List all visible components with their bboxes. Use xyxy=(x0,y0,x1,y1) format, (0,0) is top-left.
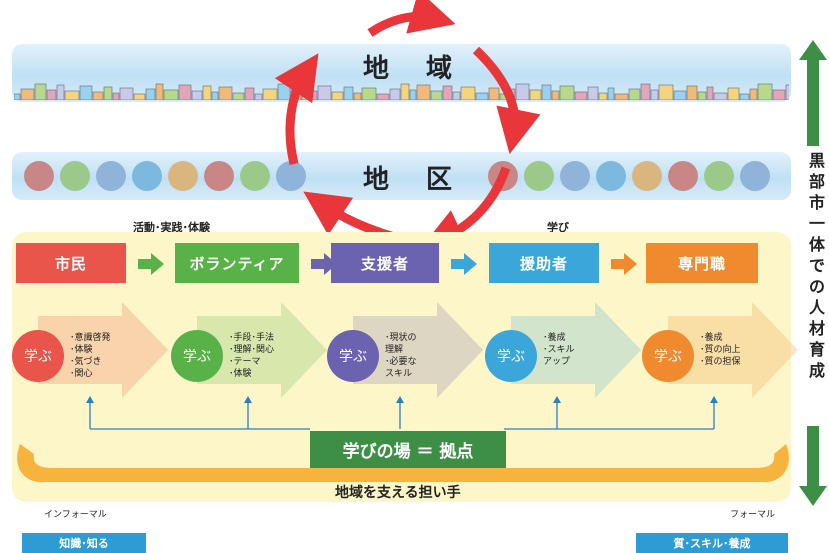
cycle-arrows xyxy=(274,0,540,250)
stage-header: 市民 xyxy=(16,243,126,283)
stage-header: 支援者 xyxy=(331,243,439,283)
stage-item: ･テーマ xyxy=(229,357,261,367)
footer-right-label: 質･スキル･養成 xyxy=(673,537,751,550)
stage-connector-arrow xyxy=(451,253,477,275)
stage-connector-arrow xyxy=(311,253,337,275)
stage-item: アップ xyxy=(543,357,571,367)
stage-item: ･意識啓発 xyxy=(70,333,111,343)
footer-right-badge: 質･スキル･養成 xyxy=(636,533,788,553)
stage-item: スキル xyxy=(385,369,413,379)
district-circle xyxy=(704,161,734,191)
district-circle xyxy=(96,161,126,191)
stage-item: 理解 xyxy=(385,345,404,355)
learn-arrow xyxy=(511,302,641,398)
stage-item: ･養成 xyxy=(543,333,566,343)
district-circle xyxy=(276,161,306,191)
stage-item-list: ･養成 ･質の向上 ･質の担保 xyxy=(700,332,741,368)
learn-arrow xyxy=(197,302,327,398)
cycle-right-caption: 学び xyxy=(547,221,569,234)
cycle-arrow-top xyxy=(367,0,456,37)
hub-label: 学びの場 ＝ 拠点 xyxy=(342,442,474,462)
stage-item: ･必要な xyxy=(385,357,417,367)
stage-item: ･理解･関心 xyxy=(229,345,275,355)
learn-arrow xyxy=(353,302,483,398)
district-circle xyxy=(60,161,90,191)
learn-arrow xyxy=(668,302,798,398)
scale-left: インフォーマル xyxy=(44,510,107,520)
learn-circle: 学ぶ xyxy=(327,330,379,382)
learn-label: 学ぶ xyxy=(24,349,52,365)
scale-right: フォーマル xyxy=(730,510,776,520)
district-circle xyxy=(596,161,626,191)
stage-item: ･養成 xyxy=(700,333,723,343)
learn-label: 学ぶ xyxy=(183,349,211,365)
stage-header: 専門職 xyxy=(646,243,758,283)
stage-item: ･質の担保 xyxy=(700,357,741,367)
district-circle xyxy=(240,161,270,191)
district-circle xyxy=(204,161,234,191)
stage-item-list: ･現状の理解 ･必要なスキル xyxy=(385,332,417,380)
learn-label: 学ぶ xyxy=(497,349,525,365)
footer-left-label: 知識･知る xyxy=(59,537,109,550)
stage-header: ボランティア xyxy=(175,243,299,283)
stage-item: ･関心 xyxy=(70,369,93,379)
stage-item: ･体験 xyxy=(229,369,252,379)
support-label: 地域を支える担い手 xyxy=(335,485,461,501)
stage-item: ･スキル xyxy=(543,345,575,355)
stage-item: ･質の向上 xyxy=(700,345,741,355)
stage-connector-arrow xyxy=(611,253,637,275)
learn-circle: 学ぶ xyxy=(12,330,64,382)
district-circle xyxy=(132,161,162,191)
hub-box: 学びの場 ＝ 拠点 xyxy=(310,431,506,468)
stage-item-list: ･意識啓発 ･体験 ･気づき ･関心 xyxy=(70,332,111,380)
cycle-arrow-bottom-right xyxy=(419,166,511,250)
region-title: 地 域 xyxy=(363,54,467,84)
cycle-arrow-left xyxy=(274,53,319,166)
district-circle xyxy=(560,161,590,191)
learn-circle: 学ぶ xyxy=(171,330,223,382)
district-circle xyxy=(24,161,54,191)
stage-item-list: ･養成 ･スキルアップ xyxy=(543,332,575,368)
district-circle xyxy=(740,161,770,191)
vertical-label: 黒部市一体での人材育成 xyxy=(808,151,825,380)
footer-left-badge: 知識･知る xyxy=(22,533,146,553)
stage-item: ･体験 xyxy=(70,345,93,355)
stage-item: ･気づき xyxy=(70,357,102,367)
vertical-arrow xyxy=(799,40,827,506)
district-circle xyxy=(668,161,698,191)
stage-name: 支援者 xyxy=(360,254,409,273)
cycle-arrow-right xyxy=(472,46,540,155)
stage-header: 援助者 xyxy=(489,243,599,283)
stage-item: ･現状の xyxy=(385,333,417,343)
stage-name: 市民 xyxy=(54,254,87,273)
stage-name: ボランティア xyxy=(189,254,285,273)
stage-name: 専門職 xyxy=(677,254,726,273)
district-title: 地 区 xyxy=(363,165,467,195)
learn-label: 学ぶ xyxy=(339,349,367,365)
stage-name: 援助者 xyxy=(519,254,568,273)
stage-item-list: ･手段･手法 ･理解･関心 ･テーマ ･体験 xyxy=(229,332,274,380)
district-circle xyxy=(168,161,198,191)
learn-arrow xyxy=(38,302,168,398)
learn-circle: 学ぶ xyxy=(642,330,694,382)
district-circle xyxy=(524,161,554,191)
learn-circle: 学ぶ xyxy=(485,330,537,382)
learn-label: 学ぶ xyxy=(654,349,682,365)
cycle-left-caption: 活動･実践･体験 xyxy=(133,221,210,234)
support-bracket xyxy=(17,444,789,483)
feedback-lines xyxy=(86,396,718,430)
district-circle xyxy=(632,161,662,191)
stage-connector-arrow xyxy=(138,253,164,275)
stage-item: ･手段･手法 xyxy=(229,333,275,343)
cityscape-illustration xyxy=(14,82,789,100)
